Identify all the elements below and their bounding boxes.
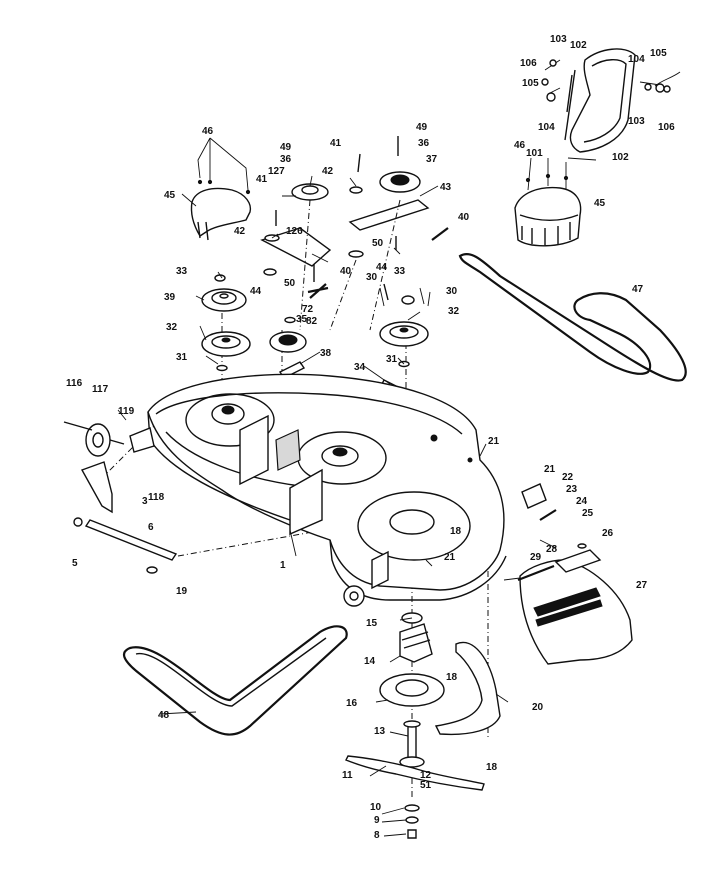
label-47: 47	[632, 284, 644, 295]
label-15: 15	[366, 618, 378, 629]
label-42: 42	[234, 226, 246, 237]
label-18: 18	[450, 526, 462, 537]
label-50: 50	[284, 278, 296, 289]
label-105: 105	[522, 78, 539, 89]
label-50: 50	[372, 238, 384, 249]
label-21: 21	[544, 464, 556, 475]
label-33: 33	[176, 266, 188, 277]
label-127: 127	[268, 166, 285, 177]
label-46: 46	[514, 140, 526, 151]
label-23: 23	[566, 484, 578, 495]
label-104: 104	[628, 54, 645, 65]
label-28: 28	[546, 544, 558, 555]
label-18: 18	[446, 672, 458, 683]
gauge-wheel-assembly	[63, 421, 178, 574]
label-19: 19	[176, 586, 188, 597]
label-37: 37	[426, 154, 438, 165]
label-12: 12	[420, 770, 432, 781]
label-82: 82	[306, 316, 318, 327]
label-13: 13	[374, 726, 386, 737]
label-44: 44	[250, 286, 262, 297]
label-40: 40	[458, 212, 470, 223]
label-44: 44	[376, 262, 388, 273]
label-22: 22	[562, 472, 574, 483]
label-3: 3	[142, 496, 148, 507]
label-33: 33	[394, 266, 406, 277]
label-10: 10	[370, 802, 382, 813]
label-8: 8	[374, 830, 380, 841]
label-43: 43	[440, 182, 452, 193]
label-32: 32	[166, 322, 178, 333]
label-31: 31	[386, 354, 398, 365]
label-49: 49	[416, 122, 428, 133]
left-pulley-stack	[201, 274, 251, 372]
label-51: 51	[420, 780, 432, 791]
label-38: 38	[320, 348, 332, 359]
label-1: 1	[280, 560, 286, 571]
label-103: 103	[628, 116, 645, 127]
label-39: 39	[164, 292, 176, 303]
drive-belt-47	[458, 252, 687, 382]
label-45: 45	[594, 198, 606, 209]
spindle-blade-assembly	[345, 612, 485, 839]
label-18: 18	[486, 762, 498, 773]
label-16: 16	[346, 698, 358, 709]
label-11: 11	[342, 770, 353, 781]
label-34: 34	[354, 362, 366, 373]
label-27: 27	[636, 580, 648, 591]
label-40: 40	[340, 266, 352, 277]
idler-bracket-assembly	[260, 136, 449, 301]
part-labels: 106 103 102 104 105 105 104 103 106 46 4…	[66, 34, 675, 841]
label-14: 14	[364, 656, 376, 667]
right-pulley-cover	[514, 157, 597, 247]
label-31: 31	[176, 352, 188, 363]
label-36: 36	[280, 154, 292, 165]
label-104: 104	[538, 122, 555, 133]
label-9: 9	[374, 815, 380, 826]
label-103: 103	[550, 34, 567, 45]
label-26: 26	[602, 528, 614, 539]
label-21: 21	[444, 552, 456, 563]
label-20: 20	[532, 702, 544, 713]
label-102: 102	[612, 152, 629, 163]
label-21: 21	[488, 436, 500, 447]
label-49: 49	[280, 142, 292, 153]
label-102: 102	[570, 40, 587, 51]
discharge-chute-assembly	[517, 483, 633, 665]
label-101: 101	[526, 148, 543, 159]
label-126: 126	[286, 226, 303, 237]
label-42: 42	[322, 166, 334, 177]
label-24: 24	[576, 496, 588, 507]
label-106: 106	[520, 58, 537, 69]
upper-cover-assembly	[541, 48, 681, 153]
label-29: 29	[530, 552, 542, 563]
label-48: 48	[158, 710, 170, 721]
label-41: 41	[330, 138, 342, 149]
label-25: 25	[582, 508, 594, 519]
label-105: 105	[650, 48, 667, 59]
label-41: 41	[256, 174, 268, 185]
leader-lines	[117, 175, 557, 837]
label-30: 30	[366, 272, 378, 283]
label-118: 118	[148, 492, 165, 503]
label-116: 116	[66, 378, 83, 389]
deck-belt-48	[122, 625, 348, 736]
left-pulley-cover	[190, 137, 252, 241]
label-30: 30	[446, 286, 458, 297]
label-6: 6	[148, 522, 154, 533]
label-36: 36	[418, 138, 430, 149]
label-32: 32	[448, 306, 460, 317]
label-119: 119	[118, 406, 135, 417]
label-35: 35	[296, 314, 308, 325]
label-106: 106	[658, 122, 675, 133]
mower-deck-housing	[129, 373, 507, 607]
label-45: 45	[164, 190, 176, 201]
label-117: 117	[92, 384, 109, 395]
label-72: 72	[302, 304, 314, 315]
label-46: 46	[202, 126, 214, 137]
baffle-20	[434, 641, 501, 736]
label-5: 5	[72, 558, 78, 569]
